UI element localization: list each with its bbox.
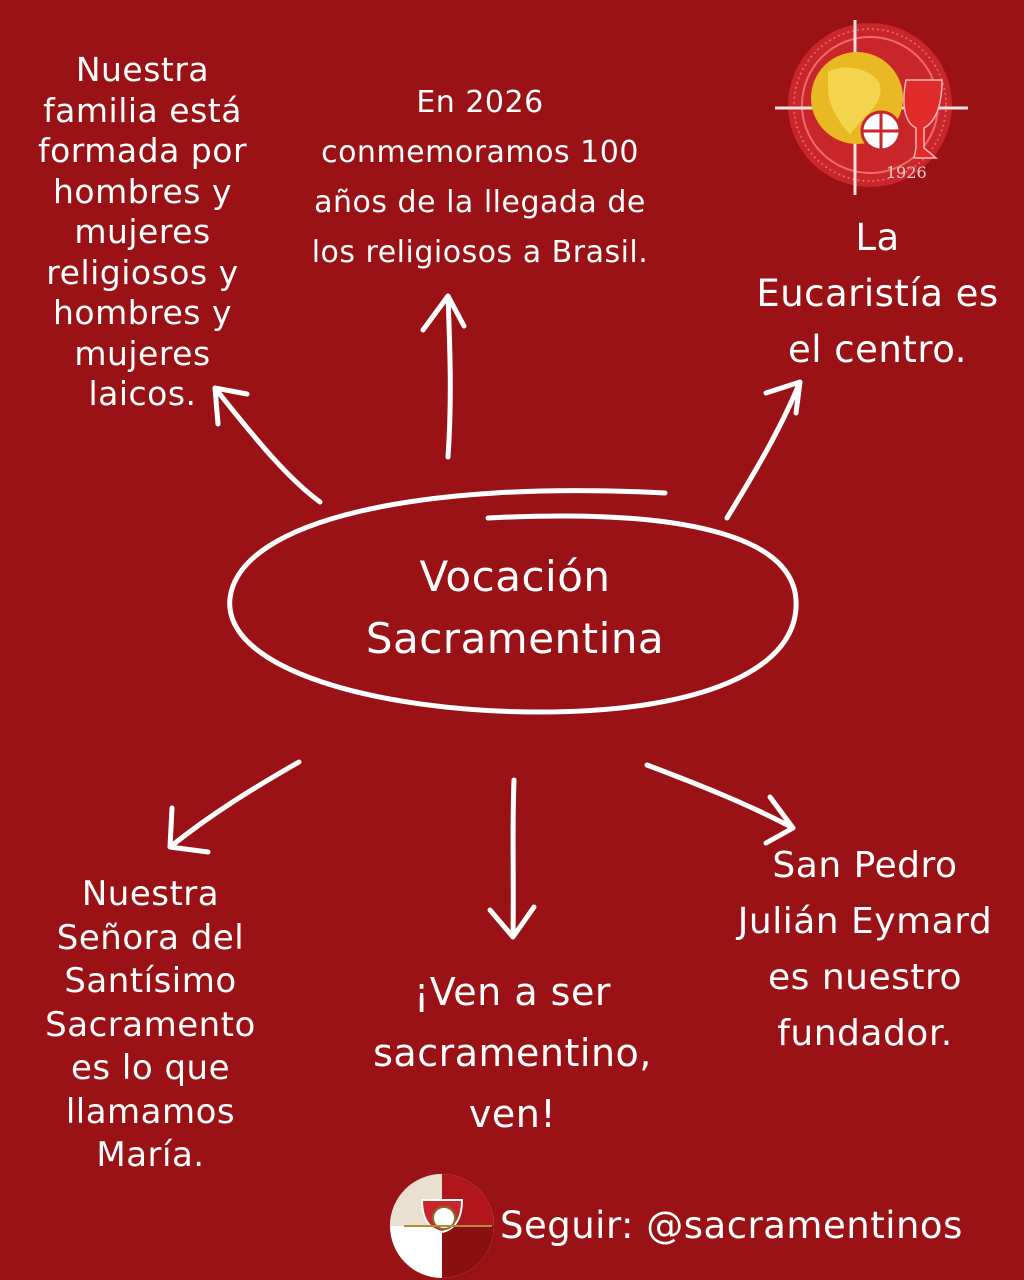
arrow-to-eucharist	[724, 379, 803, 521]
emblem-year: 1926	[886, 163, 927, 182]
anniversary-text: En 2026 conmemoramos 100 años de la lleg…	[311, 85, 649, 270]
arrow-to-founder	[644, 762, 796, 846]
mary-text: Nuestra Señora del Santísimo Sacramento …	[45, 874, 256, 1175]
arrow-to-family	[212, 385, 323, 505]
eucharist-text: La Eucaristía es el centro.	[756, 216, 999, 371]
invitation-text: ¡Ven a ser sacramentino, ven!	[373, 970, 652, 1136]
arrow-to-anniversary	[420, 293, 467, 460]
follow-handle[interactable]: Seguir: @sacramentinos	[500, 1204, 963, 1247]
center-ellipse	[227, 488, 799, 715]
anniversary-emblem-icon: 1926	[775, 20, 968, 195]
arrow-to-invitation	[487, 777, 537, 940]
family-composition-text: Nuestra familia está formada por hombres…	[37, 50, 248, 413]
sacramentinos-logo-icon	[390, 1174, 494, 1278]
central-topic: Vocación Sacramentina	[365, 552, 665, 663]
arrow-to-mary	[167, 759, 302, 855]
founder-text: San Pedro Julián Eymard es nuestro funda…	[737, 845, 993, 1054]
